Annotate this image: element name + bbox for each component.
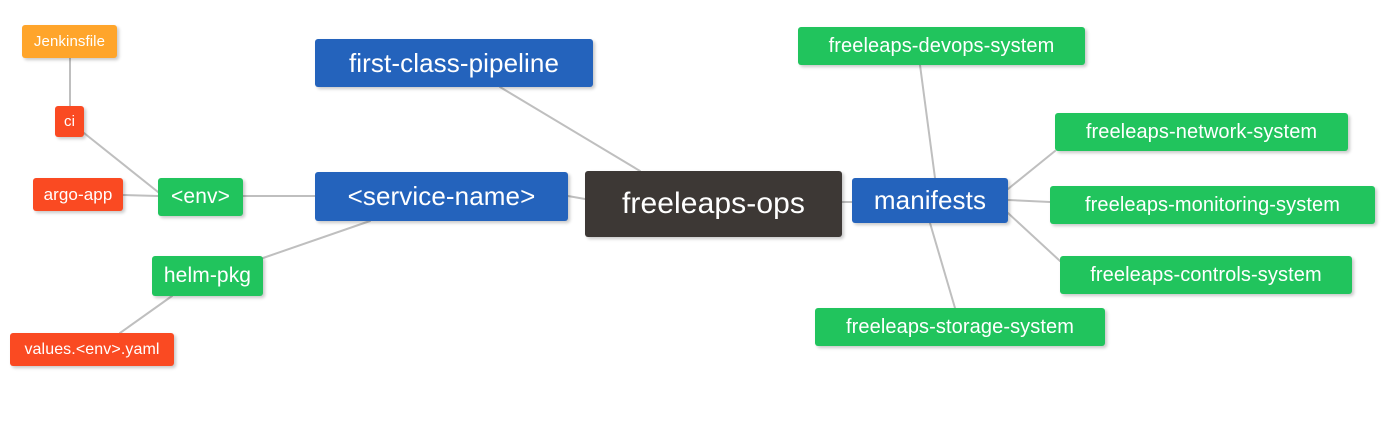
mindmap-node-monitoring[interactable]: freeleaps-monitoring-system bbox=[1050, 186, 1375, 224]
edge-helm-to-service bbox=[262, 220, 371, 259]
mindmap-node-ci[interactable]: ci bbox=[55, 106, 84, 137]
mindmap-node-storage[interactable]: freeleaps-storage-system bbox=[815, 308, 1105, 346]
mindmap-node-label: <service-name> bbox=[347, 181, 536, 211]
edge-argo-to-env bbox=[122, 194, 159, 197]
edge-devops-to-manifests bbox=[919, 64, 936, 179]
edge-pipeline-to-root bbox=[499, 86, 641, 172]
mindmap-node-values[interactable]: values.<env>.yaml bbox=[10, 333, 174, 366]
mindmap-node-pipeline[interactable]: first-class-pipeline bbox=[315, 39, 593, 87]
mindmap-node-label: freeleaps-ops bbox=[621, 187, 806, 220]
mindmap-node-jenkins[interactable]: Jenkinsfile bbox=[22, 25, 117, 58]
edge-values-to-helm bbox=[119, 295, 173, 334]
mindmap-node-label: Jenkinsfile bbox=[33, 33, 106, 50]
edge-service-to-root bbox=[567, 195, 586, 200]
mindmap-node-manifests[interactable]: manifests bbox=[852, 178, 1008, 223]
mindmap-node-root[interactable]: freeleaps-ops bbox=[585, 171, 842, 237]
mindmap-node-label: freeleaps-monitoring-system bbox=[1084, 193, 1340, 216]
edge-storage-to-manifests bbox=[929, 222, 956, 309]
mindmap-node-controls[interactable]: freeleaps-controls-system bbox=[1060, 256, 1352, 294]
mindmap-node-env[interactable]: <env> bbox=[158, 178, 243, 216]
mindmap-node-label: manifests bbox=[873, 185, 987, 215]
mindmap-node-label: freeleaps-storage-system bbox=[845, 315, 1075, 338]
edge-monitoring-to-manifests bbox=[1007, 199, 1051, 203]
mindmap-node-argo[interactable]: argo-app bbox=[33, 178, 123, 211]
mindmap-node-label: helm-pkg bbox=[163, 264, 252, 287]
mindmap-node-label: values.<env>.yaml bbox=[24, 340, 160, 358]
mindmap-node-network[interactable]: freeleaps-network-system bbox=[1055, 113, 1348, 151]
edge-network-to-manifests bbox=[1007, 150, 1056, 190]
mindmap-node-label: first-class-pipeline bbox=[348, 47, 560, 78]
mindmap-node-label: ci bbox=[63, 113, 76, 130]
mindmap-node-label: freeleaps-network-system bbox=[1085, 120, 1318, 143]
mindmap-node-label: argo-app bbox=[43, 184, 113, 204]
mindmap-node-label: freeleaps-controls-system bbox=[1090, 263, 1322, 286]
mindmap-node-label: <env> bbox=[171, 185, 230, 208]
mindmap-node-devops[interactable]: freeleaps-devops-system bbox=[798, 27, 1085, 65]
mindmap-node-label: freeleaps-devops-system bbox=[828, 34, 1055, 57]
mindmap-node-service[interactable]: <service-name> bbox=[315, 172, 568, 221]
mindmap-node-helm[interactable]: helm-pkg bbox=[152, 256, 263, 296]
